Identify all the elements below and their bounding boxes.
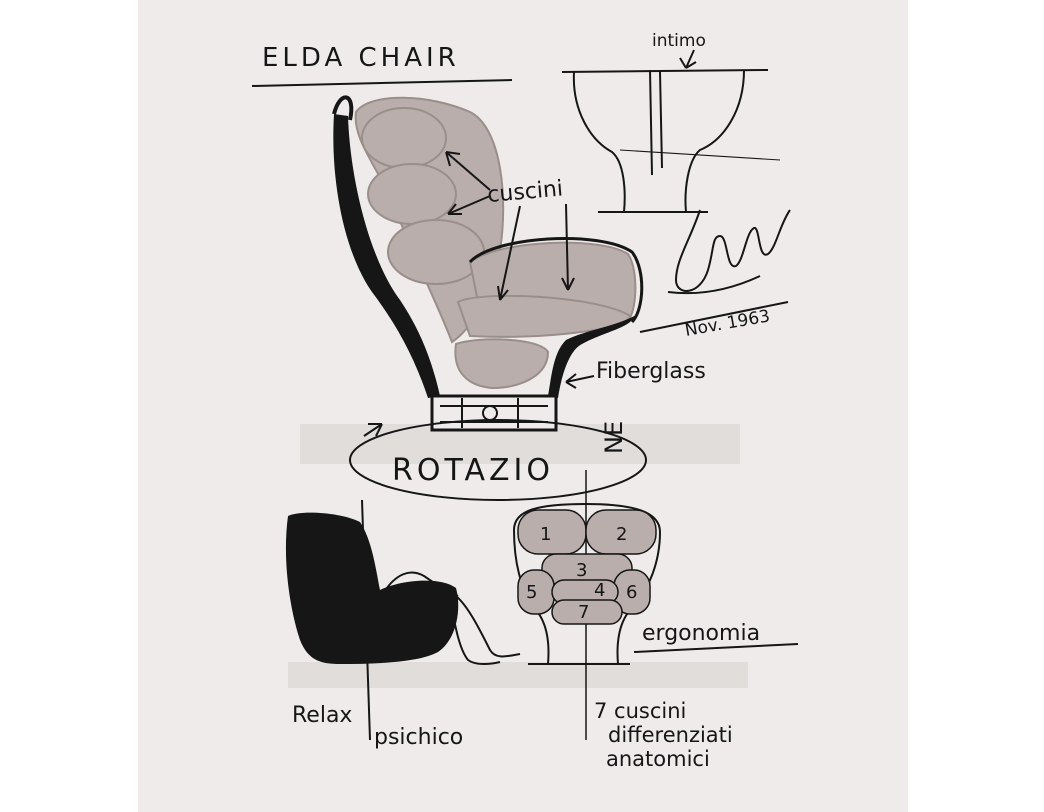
ergonomia-line [633, 643, 799, 653]
cuscini7-line2: differenziati [608, 723, 733, 747]
cushion-number-6: 6 [626, 582, 637, 603]
fiberglass-label: Fiberglass [596, 359, 706, 384]
relax-label: Relax [292, 703, 352, 728]
section-drawing [561, 49, 781, 213]
cuscini7-line3: anatomici [606, 747, 710, 771]
chair-shell [332, 95, 644, 398]
cuscini-label: cuscini [486, 176, 564, 208]
cushion-number-2: 2 [616, 524, 627, 545]
cushion-diagram-fills [517, 509, 657, 625]
rotazione-tail-label: NE [600, 421, 628, 454]
rotation-ellipse [349, 419, 647, 501]
ergonomia-label: ergonomia [642, 621, 760, 646]
cuscini-arrows [445, 151, 575, 301]
cushion-number-1: 1 [540, 524, 551, 545]
chair-cushions [354, 96, 637, 390]
cushion-number-7: 7 [578, 602, 589, 623]
cushion-number-3: 3 [576, 560, 587, 581]
chair-base [430, 394, 558, 432]
rotation-arrow [363, 423, 383, 437]
date-underline [639, 301, 789, 333]
relax-figure [361, 499, 521, 741]
date-label: Nov. 1963 [683, 306, 771, 341]
cushion-number-4: 4 [594, 580, 605, 601]
relax-chair [285, 512, 459, 664]
intimo-label: intimo [652, 31, 706, 51]
rotazione-main-label: ROTAZIO [392, 453, 554, 488]
title-underline [251, 79, 513, 87]
psichico-label: psichico [374, 725, 463, 750]
cushion-number-5: 5 [526, 582, 537, 603]
title-text: ELDA CHAIR [262, 43, 460, 73]
marker-band-bottom [288, 662, 748, 688]
signature [667, 209, 791, 295]
fiberglass-arrow [565, 373, 595, 389]
cuscini7-line1: 7 cuscini [594, 699, 686, 723]
